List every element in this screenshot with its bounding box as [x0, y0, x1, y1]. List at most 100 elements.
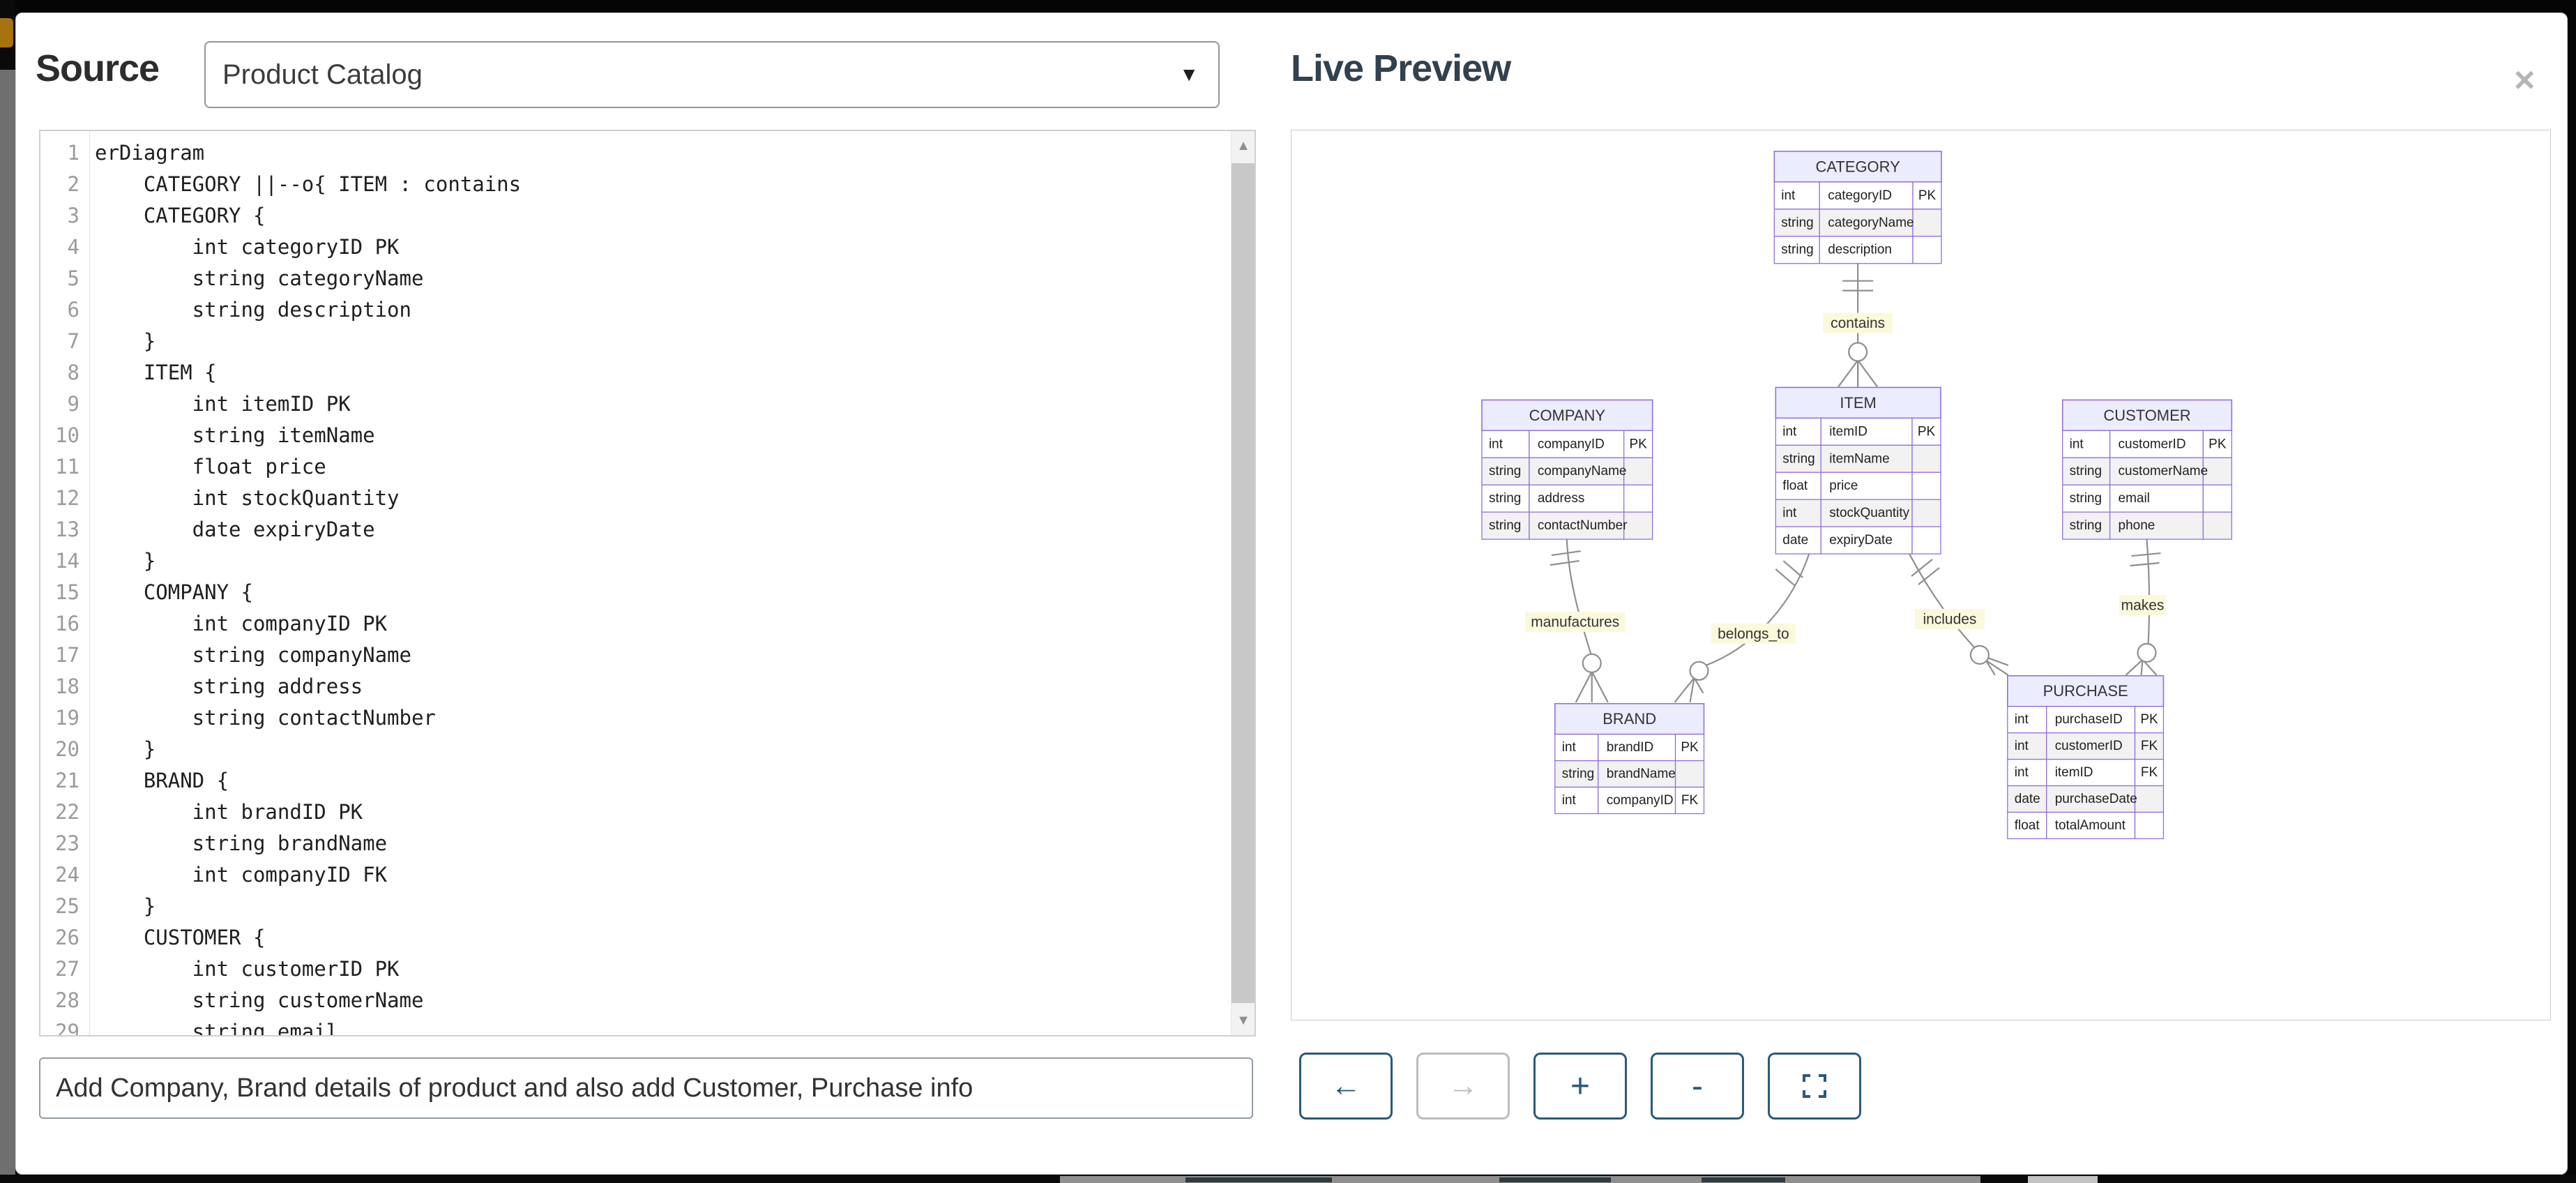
line-text: CATEGORY ||--o{ ITEM : contains	[95, 172, 522, 196]
attr-type: date	[1782, 533, 1808, 548]
line-number: 15	[55, 580, 79, 604]
backdrop-block	[2028, 1176, 2098, 1183]
line-text: string description	[95, 297, 411, 322]
code-line: 12 int stockQuantity	[40, 482, 1226, 513]
relationship-label: includes	[1923, 611, 1976, 627]
scroll-up-icon[interactable]: ▲	[1236, 137, 1250, 153]
redo-button[interactable]: →	[1416, 1053, 1510, 1120]
attr-type: string	[1782, 451, 1814, 466]
fullscreen-button[interactable]	[1768, 1053, 1861, 1120]
code-line: 29 string email	[40, 1016, 1226, 1037]
attr-key: FK	[2141, 765, 2158, 780]
zoom-out-button[interactable]: -	[1651, 1053, 1744, 1120]
line-text: string email	[95, 1019, 339, 1037]
attr-name: totalAmount	[2055, 818, 2126, 833]
minus-icon: -	[1692, 1067, 1703, 1105]
code-line: 7 }	[40, 325, 1226, 356]
attr-key: FK	[2141, 739, 2158, 753]
attr-type: date	[2015, 792, 2040, 806]
line-text: string brandName	[95, 831, 388, 855]
attr-name: customerID	[2055, 739, 2123, 753]
attr-type: float	[2015, 818, 2040, 833]
line-text: int categoryID PK	[95, 234, 400, 259]
code-line: 9 int itemID PK	[40, 388, 1226, 419]
entity-name: COMPANY	[1529, 407, 1606, 424]
attr-type: string	[1489, 518, 1521, 533]
attr-type: int	[1562, 740, 1577, 755]
er-relationship-includes: includes	[1909, 553, 2009, 676]
attr-name: brandName	[1607, 767, 1676, 781]
attr-name: phone	[2119, 518, 2155, 533]
code-line: 19 string contactNumber	[40, 702, 1226, 733]
code-line: 22 int brandID PK	[40, 796, 1226, 827]
code-line: 21 BRAND {	[40, 764, 1226, 796]
line-text: string customerName	[95, 988, 424, 1012]
attr-name: purchaseID	[2055, 712, 2123, 727]
line-text: erDiagram	[95, 140, 205, 165]
undo-button[interactable]: ←	[1299, 1053, 1393, 1120]
scroll-down-icon[interactable]: ▼	[1236, 1012, 1250, 1028]
line-text: }	[95, 894, 156, 918]
attr-name: address	[1538, 491, 1584, 506]
zoom-in-button[interactable]: +	[1533, 1053, 1627, 1120]
line-number: 25	[55, 894, 79, 918]
code-line: 28 string customerName	[40, 984, 1226, 1016]
attr-type: string	[2070, 491, 2102, 506]
line-text: COMPANY {	[95, 580, 253, 604]
er-relationship-makes: makes	[2119, 538, 2166, 676]
attr-name: companyName	[1538, 464, 1627, 479]
attr-type: int	[2015, 765, 2029, 780]
code-line: 26 CUSTOMER {	[40, 921, 1226, 953]
code-line: 10 string itemName	[40, 419, 1226, 451]
line-number: 22	[55, 799, 79, 824]
code-line: 23 string brandName	[40, 827, 1226, 859]
line-number: 7	[67, 329, 79, 353]
attr-type: string	[1489, 464, 1521, 479]
attr-type: int	[2070, 437, 2084, 451]
diagram-select[interactable]: Product Catalog ▼	[204, 41, 1220, 108]
prompt-input[interactable]	[39, 1057, 1253, 1119]
entity-name: ITEM	[1840, 394, 1876, 412]
close-icon[interactable]: ×	[2514, 60, 2536, 100]
attr-name: contactNumber	[1538, 518, 1628, 533]
code-line: 25 }	[40, 890, 1226, 921]
diagram-select-value: Product Catalog	[222, 59, 423, 90]
attr-key: PK	[1918, 424, 1936, 439]
line-number: 3	[67, 203, 79, 227]
line-number: 19	[55, 705, 79, 730]
code-line: 17 string companyName	[40, 639, 1226, 670]
line-text: int customerID PK	[95, 956, 400, 981]
attr-key: PK	[2140, 712, 2158, 727]
attr-type: string	[1781, 243, 1813, 257]
attr-name: companyID	[1538, 437, 1605, 451]
attr-name: itemID	[1829, 424, 1867, 439]
line-number: 11	[55, 454, 79, 479]
attr-name: companyID	[1607, 793, 1674, 808]
attr-name: stockQuantity	[1829, 506, 1909, 520]
line-text: string categoryName	[95, 266, 424, 290]
backdrop-text-fragment	[1499, 1177, 1611, 1182]
scrollbar-thumb[interactable]	[1232, 163, 1255, 1003]
attr-type: string	[2070, 518, 2102, 533]
attr-name: description	[1828, 243, 1892, 257]
attr-name: email	[2119, 491, 2150, 506]
line-text: int itemID PK	[95, 391, 351, 416]
attr-type: int	[1782, 506, 1797, 520]
attr-name: purchaseDate	[2055, 792, 2137, 806]
attr-type: float	[1782, 479, 1808, 493]
attr-key: PK	[2208, 437, 2227, 451]
entity-name: PURCHASE	[2043, 682, 2128, 700]
diagram-editor-modal: Source Product Catalog ▼ Live Preview × …	[15, 13, 2568, 1175]
line-number: 16	[55, 611, 79, 635]
attr-type: int	[2015, 739, 2029, 753]
relationship-label: manufactures	[1531, 614, 1619, 630]
line-number: 10	[55, 423, 79, 447]
line-number: 17	[55, 642, 79, 667]
code-line: 14 }	[40, 545, 1226, 576]
editor-scrollbar[interactable]: ▲ ▼	[1231, 131, 1255, 1035]
attr-type: int	[2015, 712, 2029, 727]
attr-type: int	[1489, 437, 1503, 451]
